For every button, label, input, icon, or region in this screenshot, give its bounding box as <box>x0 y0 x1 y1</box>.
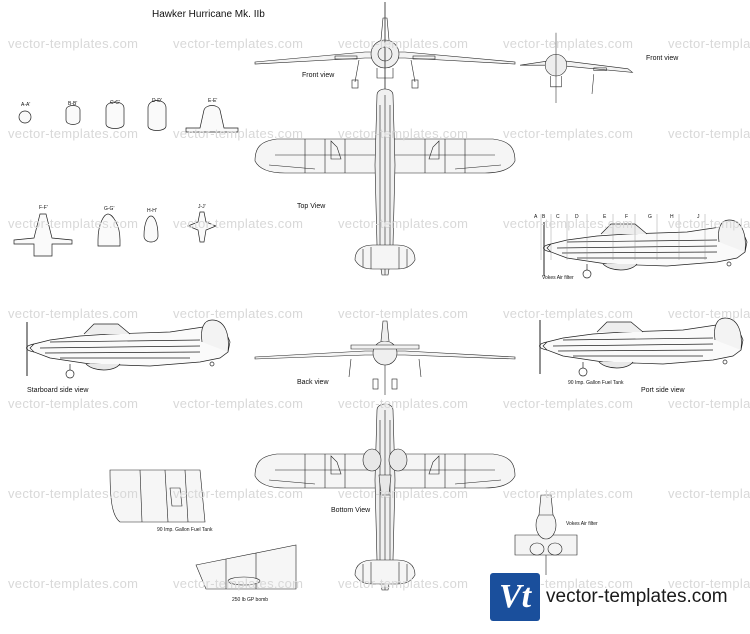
annotation-bomb: 250 lb GP bomb <box>232 597 269 603</box>
station-label: F <box>625 214 629 220</box>
brand-logo: Vt <box>490 573 540 621</box>
side-view-stations-drawing <box>540 214 748 279</box>
label-front-view-small: Front view <box>646 55 679 62</box>
wing-bomb-detail <box>195 544 297 590</box>
annotation-fuel-tank-port: 90 Imp. Gallon Fuel Tank <box>568 380 624 386</box>
top-view-drawing <box>254 88 516 276</box>
station-label: D <box>575 214 579 220</box>
port-side-view-drawing <box>539 317 744 377</box>
section-label: E-E' <box>208 98 218 104</box>
label-port-side-view: Port side view <box>641 387 685 394</box>
front-view-small-drawing <box>519 32 634 104</box>
annotation-fuel-tank-wing: 90 Imp. Gallon Fuel Tank <box>157 527 213 533</box>
wing-fuel-tank-detail <box>109 469 206 523</box>
section-label: A-A' <box>21 102 31 108</box>
sheet-title: Hawker Hurricane Mk. IIb <box>152 9 265 20</box>
cross-sections-row1 <box>18 100 239 133</box>
annotation-vokes-filter: Vokes Air filter <box>542 275 574 281</box>
label-bottom-view: Bottom View <box>331 507 371 514</box>
station-label: J <box>697 214 700 220</box>
section-label: B-B' <box>68 101 78 107</box>
station-label: A <box>534 214 538 220</box>
station-label: E <box>603 214 607 220</box>
station-label: H <box>670 214 674 220</box>
brand-name: vector-templates.com <box>546 586 728 607</box>
section-label: F-F' <box>39 205 48 211</box>
starboard-side-view-drawing <box>26 319 231 379</box>
bottom-view-drawing <box>254 403 516 591</box>
annotation-vokes-filter-bottom: Vokes Air filter <box>566 521 598 527</box>
station-label: G <box>648 214 652 220</box>
label-starboard-side-view: Starboard side view <box>27 387 89 394</box>
front-filter-detail <box>514 494 578 575</box>
station-label: B <box>542 214 546 220</box>
back-view-drawing <box>254 320 516 395</box>
label-front-view: Front view <box>302 72 335 79</box>
section-label: G-G' <box>104 206 115 212</box>
section-label: C-C' <box>110 100 120 106</box>
section-label: D-D' <box>152 98 162 104</box>
cross-sections-row2 <box>13 211 217 257</box>
station-label: C <box>556 214 560 220</box>
label-top-view: Top View <box>297 203 326 210</box>
section-label: J-J' <box>198 204 206 210</box>
front-view-drawing <box>254 1 516 103</box>
label-back-view: Back view <box>297 379 329 386</box>
section-label: H-H' <box>147 208 157 214</box>
